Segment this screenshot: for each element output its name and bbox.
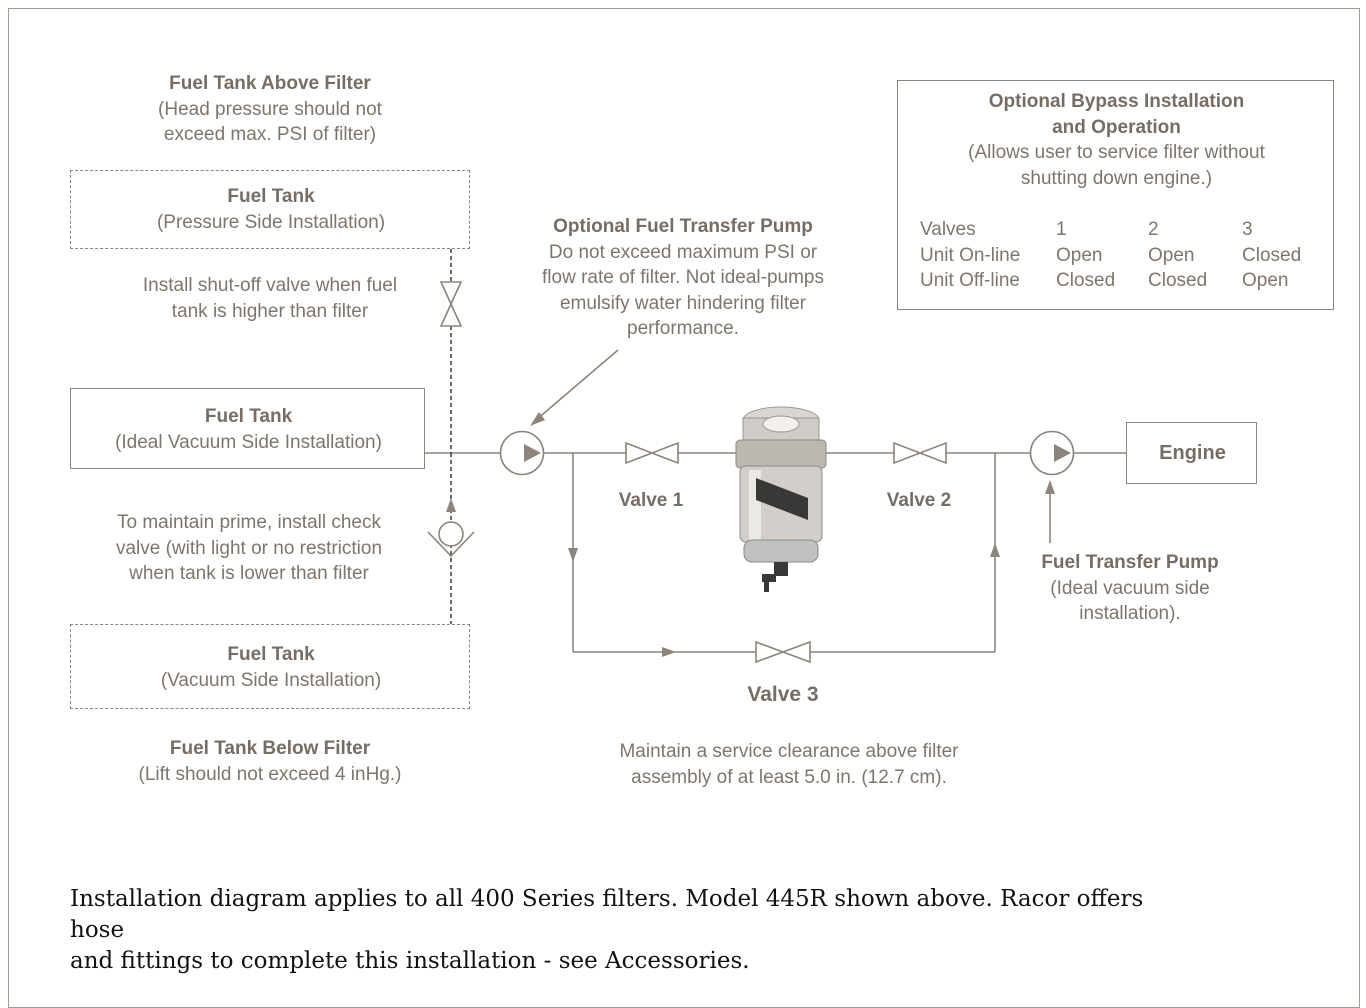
valve-3-symbol	[755, 640, 811, 664]
tank-below-subtitle: (Lift should not exceed 4 inHg.)	[138, 763, 402, 785]
tank-below-filter-note: Fuel Tank Below Filter (Lift should not …	[70, 736, 470, 787]
tank-above-filter-note: Fuel Tank Above Filter (Head pressure sh…	[70, 71, 470, 148]
optional-pump-note: Optional Fuel Transfer Pump Do not excee…	[508, 214, 858, 342]
clearance-line2: assembly of at least 5.0 in. (12.7 cm).	[631, 766, 947, 788]
transfer-pump-title: Fuel Transfer Pump	[1041, 552, 1219, 573]
clearance-line1: Maintain a service clearance above filte…	[619, 741, 959, 762]
transfer-pump-symbol	[1029, 430, 1075, 476]
tank-pressure-title: Fuel Tank	[227, 186, 315, 207]
valve-1-symbol	[625, 441, 679, 465]
bypass-title-1: Optional Bypass Installation	[988, 91, 1245, 112]
table-row: Unit On-line Open Open Closed	[920, 243, 1322, 269]
fuel-tank-pressure-box: Fuel Tank (Pressure Side Installation)	[70, 170, 470, 249]
arrow-optional-pump	[530, 412, 545, 426]
installation-caption: Installation diagram applies to all 400 …	[70, 884, 1170, 977]
tank-above-line2: exceed max. PSI of filter)	[163, 124, 377, 145]
tank-vacuum-title: Fuel Tank	[227, 644, 315, 665]
tank-ideal-title: Fuel Tank	[204, 406, 293, 427]
shutoff-valve-symbol	[439, 281, 463, 327]
arrow-bypass-right	[662, 647, 676, 657]
filter-illustration	[735, 406, 827, 592]
valve-1-label: Valve 1	[618, 490, 684, 511]
transfer-pump-note: Fuel Transfer Pump (Ideal vacuum side in…	[1010, 550, 1250, 627]
bypass-title-2: and Operation	[1052, 116, 1181, 138]
tank-ideal-subtitle: (Ideal Vacuum Side Installation)	[115, 431, 382, 453]
table-cell: 2	[1148, 219, 1159, 240]
optional-pump-pointer	[535, 349, 619, 421]
table-cell: Unit On-line	[920, 244, 1021, 266]
optional-pump-symbol	[499, 430, 545, 476]
fuel-tank-ideal-box: Fuel Tank (Ideal Vacuum Side Installatio…	[70, 388, 425, 469]
engine-label: Engine	[1159, 442, 1226, 464]
fuel-tank-vacuum-box: Fuel Tank (Vacuum Side Installation)	[70, 624, 470, 709]
table-cell: 3	[1242, 219, 1253, 240]
table-row: Unit Off-line Closed Closed Open	[920, 268, 1322, 294]
table-cell: Open	[1056, 244, 1103, 266]
shutoff-line1: Install shut-off valve when fuel	[142, 275, 398, 296]
check-line3: when tank is lower than filter	[129, 563, 369, 584]
valve-3-label: Valve 3	[747, 683, 819, 706]
bypass-info-box: Optional Bypass Installation and Operati…	[897, 80, 1334, 310]
table-cell: Closed	[1148, 270, 1208, 291]
bypass-valve-table: Valves 1 2 3 Unit On-line Open Open Clos…	[920, 217, 1322, 294]
tank-above-line1: (Head pressure should not	[158, 98, 382, 120]
optional-pump-title: Optional Fuel Transfer Pump	[553, 216, 813, 237]
caption-line1: Installation diagram applies to all 400 …	[70, 886, 1144, 943]
optional-pump-line1: Do not exceed maximum PSI or	[548, 241, 818, 263]
check-line2: valve (with light or no restriction	[115, 537, 383, 559]
check-valve-note: To maintain prime, install check valve (…	[70, 510, 428, 587]
table-cell: Open	[1148, 244, 1195, 266]
check-valve-symbol	[427, 521, 475, 558]
arrow-bypass-down	[568, 548, 578, 562]
table-cell: Closed	[1056, 270, 1116, 291]
table-cell: Valves	[920, 219, 976, 240]
tank-above-title: Fuel Tank Above Filter	[169, 73, 371, 94]
transfer-pump-line2: installation).	[1079, 603, 1181, 624]
transfer-pump-line1: (Ideal vacuum side	[1050, 577, 1210, 599]
optional-pump-line3: emulsify water hindering filter	[559, 292, 807, 314]
table-cell: 1	[1056, 219, 1067, 240]
check-line1: To maintain prime, install check	[117, 512, 381, 533]
caption-line2: and fittings to complete this installati…	[70, 948, 750, 974]
piping-diagram	[424, 249, 1126, 664]
optional-pump-line2: flow rate of filter. Not ideal-pumps	[542, 267, 824, 288]
shutoff-valve-note: Install shut-off valve when fuel tank is…	[70, 273, 470, 324]
bypass-line1: (Allows user to service filter without	[968, 142, 1265, 163]
shutoff-line2: tank is higher than filter	[171, 300, 369, 322]
engine-box: Engine	[1126, 422, 1257, 484]
optional-pump-line4: performance.	[627, 318, 739, 339]
table-cell: Open	[1242, 270, 1289, 291]
service-clearance-note: Maintain a service clearance above filte…	[580, 739, 998, 790]
tank-pressure-subtitle: (Pressure Side Installation)	[156, 211, 386, 233]
table-row: Valves 1 2 3	[920, 217, 1322, 243]
arrow-check-valve-up	[446, 498, 456, 512]
valve-2-label: Valve 2	[886, 490, 952, 511]
arrow-bypass-up	[990, 543, 1000, 557]
arrow-transfer-pump	[1045, 480, 1055, 494]
table-cell: Unit Off-line	[920, 270, 1020, 291]
valve-2-symbol	[893, 441, 947, 465]
bypass-line2: shutting down engine.)	[1020, 167, 1213, 189]
tank-below-title: Fuel Tank Below Filter	[169, 738, 371, 759]
table-cell: Closed	[1242, 244, 1302, 266]
tank-vacuum-subtitle: (Vacuum Side Installation)	[160, 669, 382, 691]
